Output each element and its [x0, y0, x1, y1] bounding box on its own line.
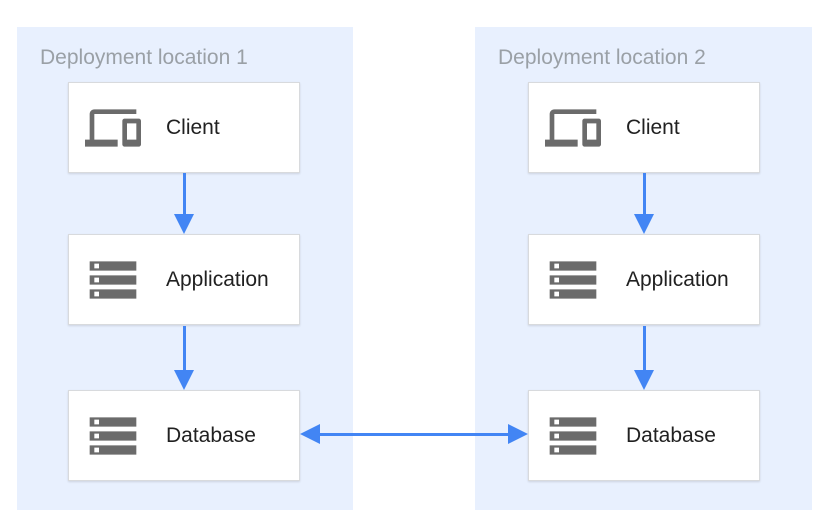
- arrow-line: [642, 326, 646, 370]
- arrow-line: [182, 173, 186, 214]
- storage-icon: [85, 408, 141, 464]
- node-label: Database: [626, 423, 716, 447]
- arrow-head-right-icon: [508, 424, 528, 444]
- arrow-client-to-application-1: [174, 173, 194, 234]
- arrow-application-to-database-1: [174, 326, 194, 390]
- arrow-head-down-icon: [174, 214, 194, 234]
- database-node-location-1: Database: [68, 390, 300, 481]
- node-label: Application: [626, 267, 729, 291]
- node-label: Application: [166, 267, 269, 291]
- devices-icon: [545, 100, 601, 156]
- arrow-database-to-database-bidirectional: [300, 424, 528, 444]
- arrow-head-down-icon: [634, 370, 654, 390]
- arrow-head-left-icon: [300, 424, 320, 444]
- arrow-application-to-database-2: [634, 326, 654, 390]
- deployment-location-2-title: Deployment location 2: [498, 46, 706, 69]
- client-node-location-2: Client: [528, 82, 760, 173]
- node-label: Client: [626, 115, 680, 139]
- arrow-head-down-icon: [634, 214, 654, 234]
- node-label: Database: [166, 423, 256, 447]
- arrow-head-down-icon: [174, 370, 194, 390]
- storage-icon: [545, 252, 601, 308]
- application-node-location-2: Application: [528, 234, 760, 325]
- devices-icon: [85, 100, 141, 156]
- arrow-line: [642, 173, 646, 214]
- arrow-line: [182, 326, 186, 370]
- application-node-location-1: Application: [68, 234, 300, 325]
- arrow-client-to-application-2: [634, 173, 654, 234]
- deployment-location-1-title: Deployment location 1: [40, 46, 248, 69]
- database-node-location-2: Database: [528, 390, 760, 481]
- storage-icon: [545, 408, 601, 464]
- storage-icon: [85, 252, 141, 308]
- client-node-location-1: Client: [68, 82, 300, 173]
- node-label: Client: [166, 115, 220, 139]
- arrow-line: [317, 432, 511, 436]
